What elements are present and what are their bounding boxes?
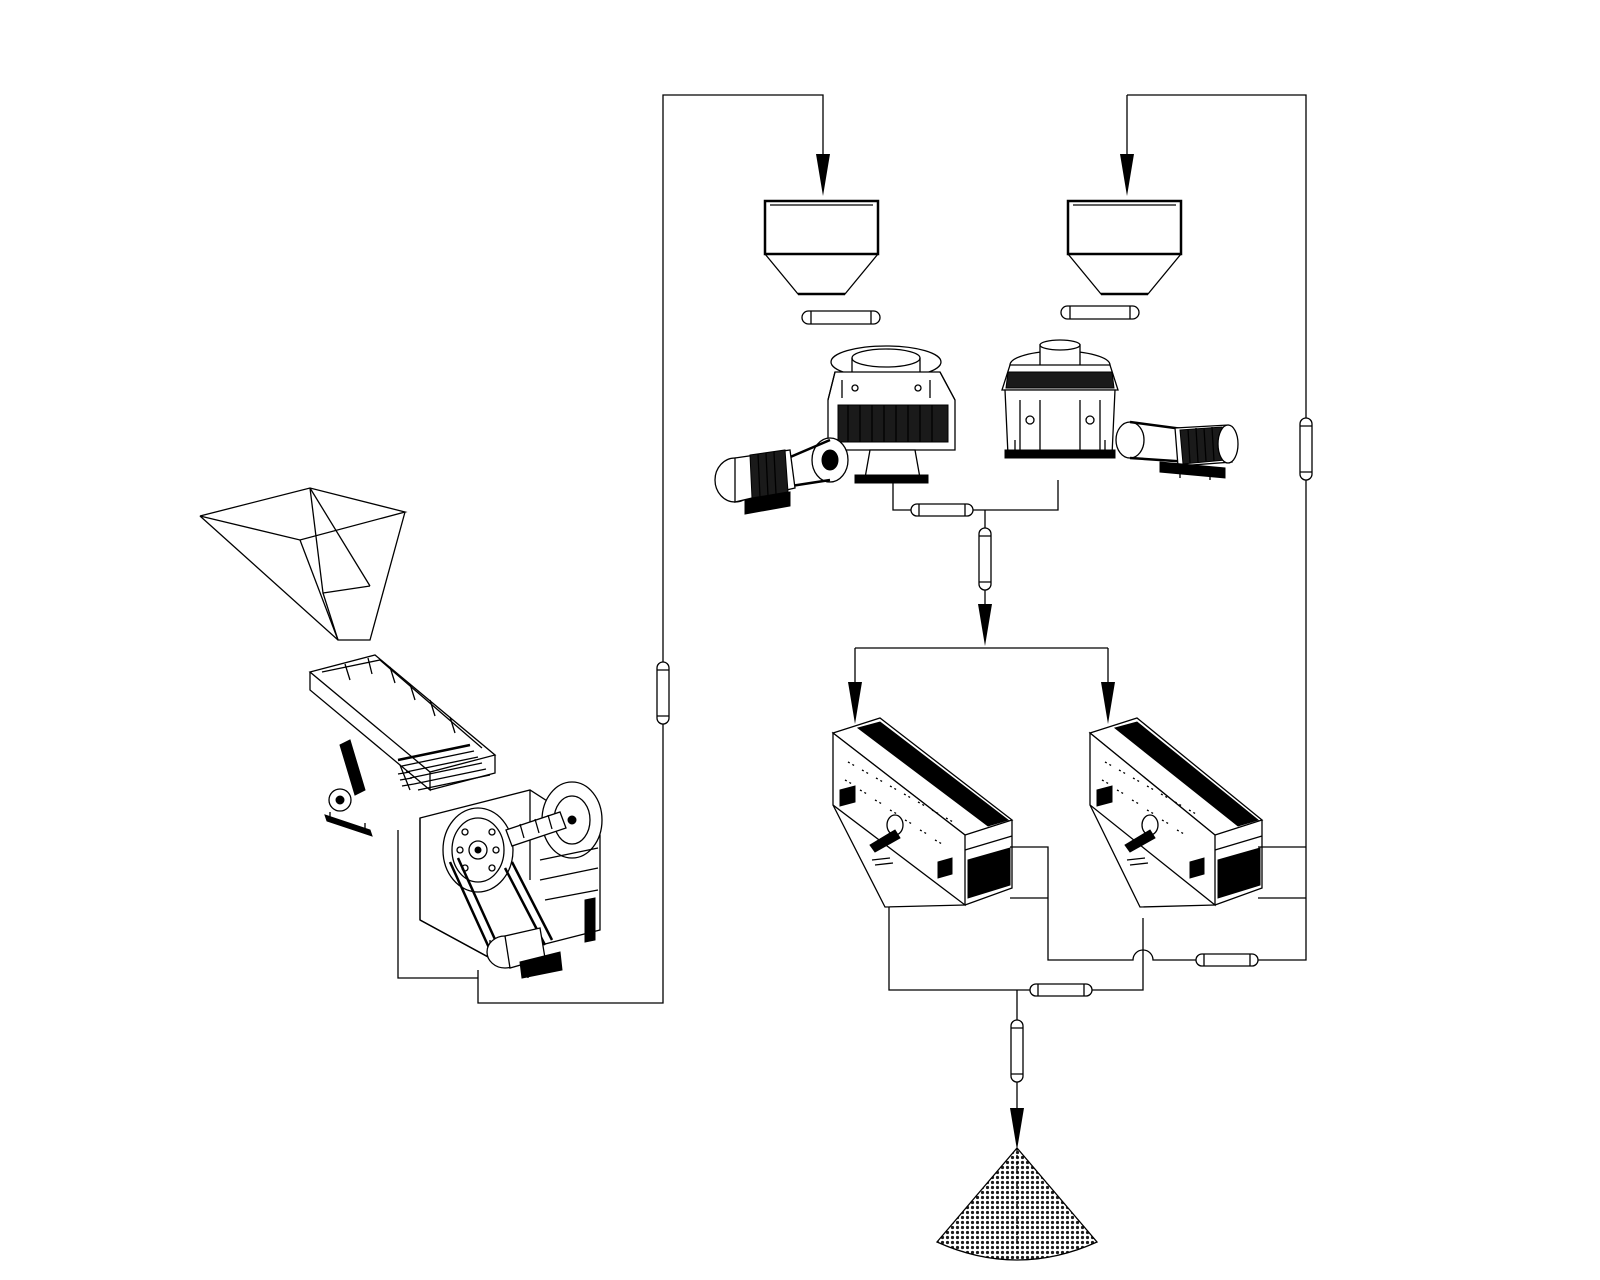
- arrow-down-icon: [1101, 682, 1115, 724]
- arrow-down-icon: [1010, 1108, 1024, 1150]
- cone-crusher-icon: [1001, 339, 1239, 480]
- jaw-crusher-motor: [486, 927, 563, 979]
- hopper-icon: [199, 487, 408, 641]
- cone-crusher-icon: [714, 345, 956, 515]
- belt-conveyors: [656, 305, 1313, 1083]
- conveyor-belt-product-horizontal: [1029, 983, 1093, 997]
- vibrating-screen-icon: [831, 717, 1014, 908]
- arrow-down-icon: [848, 682, 862, 724]
- feeder-drive-motor: [324, 739, 373, 837]
- vibrating-feeder-icon: [308, 654, 497, 837]
- conveyor-belt-bin2-feed: [1060, 305, 1140, 320]
- flow-arrows: [816, 154, 1134, 1150]
- jaw-crusher-flywheel-left: [442, 807, 514, 893]
- jaw-crusher-vbelts: [448, 857, 554, 951]
- jaw-crusher-icon: [419, 781, 603, 979]
- arrow-down-icon: [1120, 154, 1134, 196]
- feeder-spring: [397, 764, 415, 791]
- vibrating-screen-icon: [1088, 717, 1264, 908]
- surge-bin-icon: [763, 199, 880, 296]
- flow-lines: [397, 94, 1307, 1108]
- stockpile-cone-icon: [935, 1146, 1099, 1261]
- arrow-down-icon: [816, 154, 830, 196]
- cone-crusher-1-motor: [714, 449, 796, 515]
- cone-crusher-2-body: [1001, 339, 1119, 459]
- arrow-down-icon: [978, 604, 992, 646]
- surge-bin-icon: [1066, 199, 1183, 296]
- conveyor-belt-to-screens: [978, 527, 992, 591]
- feeder-grizzly-bars: [397, 743, 491, 791]
- cone-crusher-2-motor: [1159, 424, 1239, 480]
- conveyor-belt-product-vertical: [1010, 1019, 1024, 1083]
- conveyor-belt-return-vertical: [1299, 417, 1313, 481]
- cone-crusher-1-body: [827, 345, 956, 484]
- conveyor-belt-return-horizontal: [1195, 953, 1259, 967]
- conveyor-belt-cone-merge: [910, 503, 974, 517]
- jaw-crusher-flywheel-right: [541, 781, 603, 859]
- conveyor-belt-bin1-feed: [801, 310, 881, 325]
- conveyor-belt-jaw-out: [656, 661, 670, 725]
